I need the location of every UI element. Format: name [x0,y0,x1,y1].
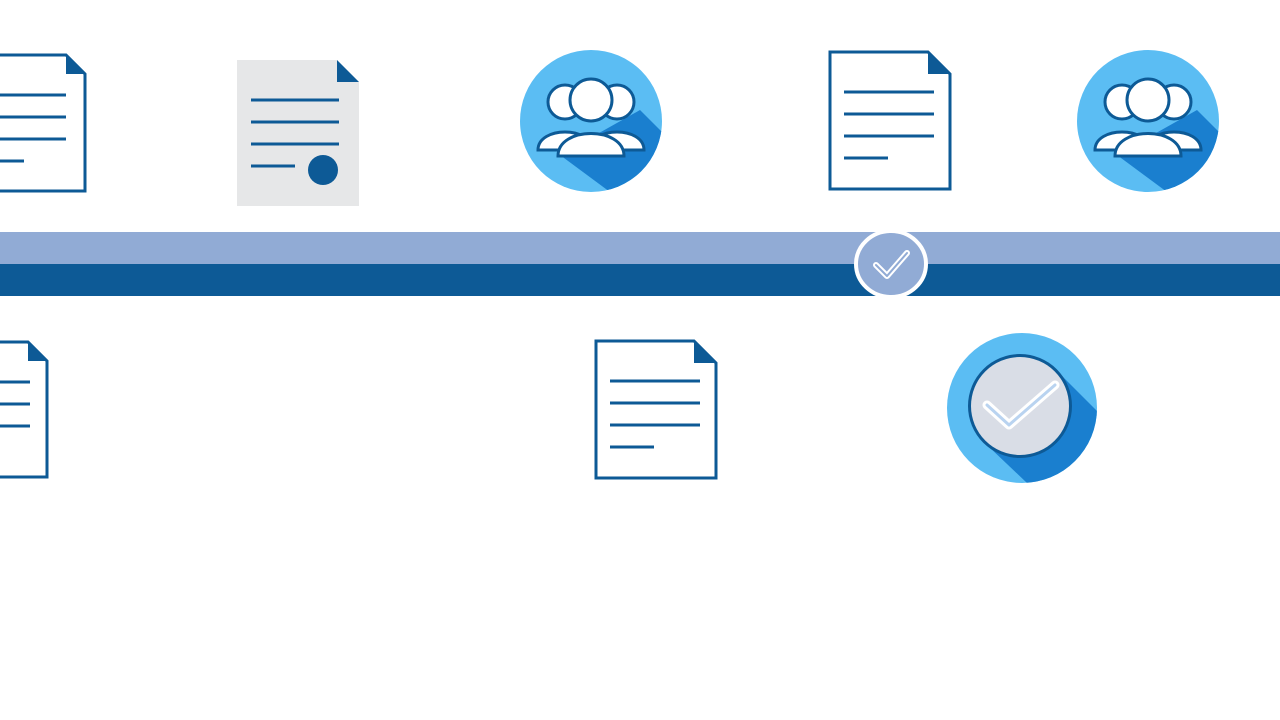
document-icon [828,50,952,192]
team-icon [1077,50,1219,192]
check-circle-icon [854,229,928,299]
timeline-bar-dark [0,264,1280,296]
document-icon [594,339,718,481]
team-icon [520,50,662,192]
document-icon [0,340,50,480]
document-icon [0,52,88,194]
certificate-icon [237,60,359,206]
timeline-bar-light [0,232,1280,264]
approved-check-icon [947,333,1097,483]
